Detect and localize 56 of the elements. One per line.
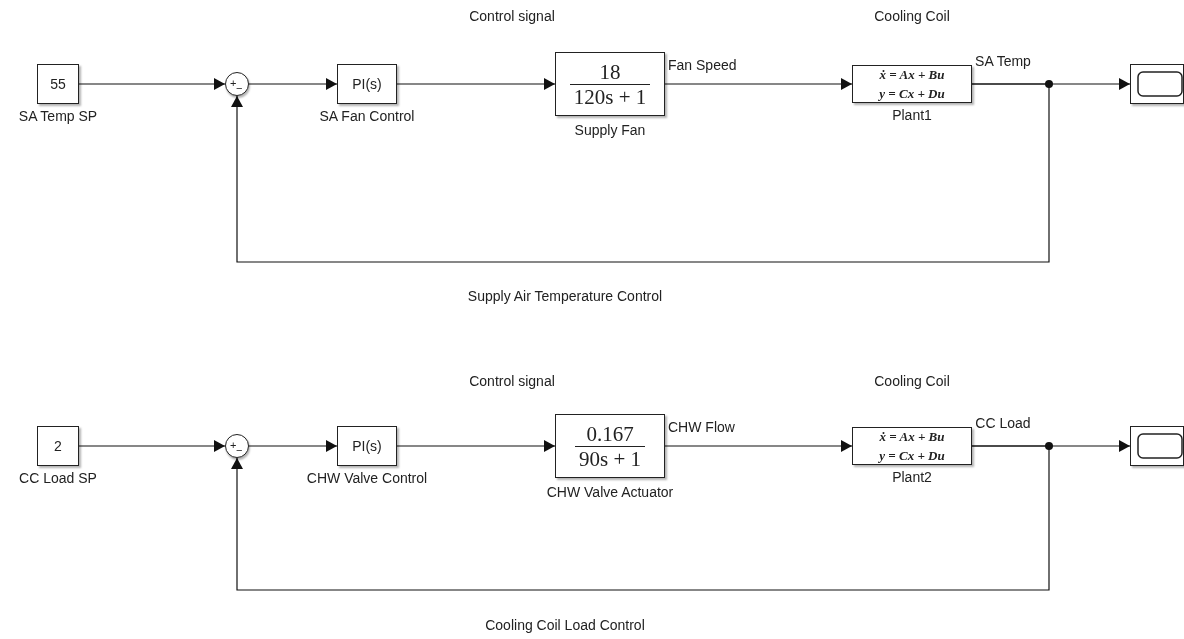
block-label: 55 (50, 76, 66, 92)
sum-junction (225, 434, 249, 458)
block (37, 64, 79, 104)
block-label: 2 (54, 438, 62, 454)
signal-label: Fan Speed (668, 57, 737, 73)
block-label: PI(s) (352, 438, 382, 454)
signal-arrow (396, 78, 556, 90)
minus-sign: − (236, 83, 243, 94)
scope-block (1130, 426, 1184, 466)
plus-sign: + (230, 78, 237, 89)
block-name: Supply Fan (574, 122, 646, 138)
block-name: Plant2 (892, 469, 932, 485)
annotation-text: Control signal (469, 373, 555, 389)
signal-label: CC Load (975, 415, 1031, 431)
block (37, 426, 79, 466)
state-space-block (852, 427, 972, 465)
state-equation: y = Cx + Du (879, 85, 945, 103)
block-name: CC Load SP (19, 470, 97, 486)
signal-label: SA Temp (975, 53, 1031, 69)
state-equation: ẋ = Ax + Bu (879, 66, 945, 84)
signal-label: CHW Flow (668, 419, 735, 435)
minus-sign: − (236, 445, 243, 456)
signal-arrow (231, 83, 1050, 263)
block-label: PI(s) (352, 76, 382, 92)
block (337, 426, 397, 466)
signal-arrow (248, 440, 338, 452)
scope-block (1130, 64, 1184, 104)
signal-arrow (78, 78, 226, 90)
block (337, 64, 397, 104)
block-name: CHW Valve Control (306, 470, 428, 486)
sum-junction (225, 72, 249, 96)
numerator: 18 (598, 59, 622, 84)
annotation-text: Supply Air Temperature Control (467, 288, 663, 304)
denominator: 90s + 1 (575, 445, 645, 471)
block-name: SA Fan Control (319, 108, 415, 124)
signal-arrow (78, 440, 226, 452)
block-name: Plant1 (892, 107, 932, 123)
denominator: 120s + 1 (569, 83, 651, 109)
annotation-text: Control signal (469, 8, 555, 24)
numerator: 0.167 (585, 421, 635, 446)
signal-arrow (396, 440, 556, 452)
block-name: SA Temp SP (18, 108, 98, 124)
signal-arrow (664, 78, 853, 90)
plus-sign: + (230, 440, 237, 451)
signal-arrow (664, 440, 853, 452)
signal-arrow (231, 445, 1050, 591)
annotation-text: Cooling Coil (874, 373, 950, 389)
state-equation: y = Cx + Du (879, 447, 945, 465)
transfer-function-block (555, 414, 665, 478)
annotation-text: Cooling Coil (874, 8, 950, 24)
signal-arrow (248, 78, 338, 90)
block-name: CHW Valve Actuator (546, 484, 674, 500)
state-space-block (852, 65, 972, 103)
annotation-text: Cooling Coil Load Control (485, 617, 645, 633)
state-equation: ẋ = Ax + Bu (879, 428, 945, 446)
transfer-function-block (555, 52, 665, 116)
